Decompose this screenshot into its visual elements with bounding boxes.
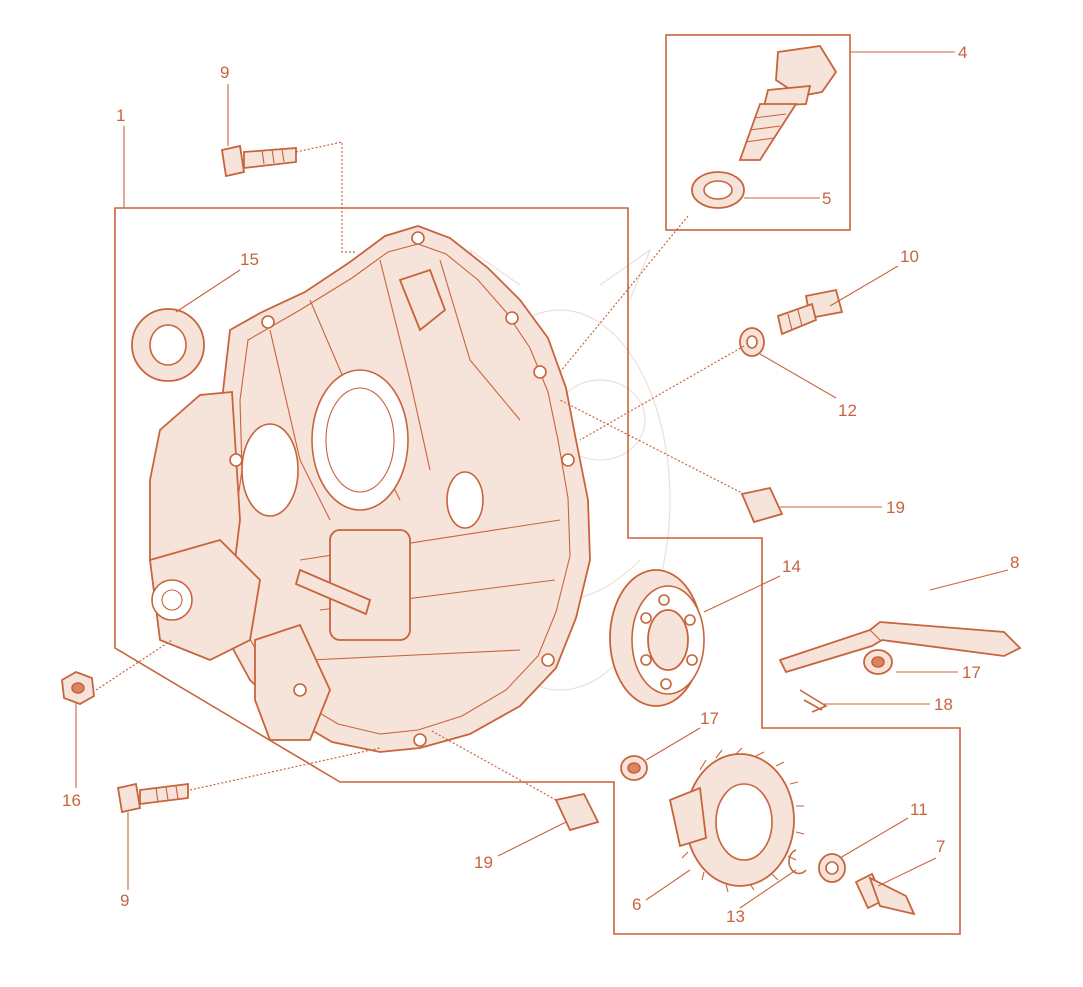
nut-17-lower xyxy=(620,755,648,781)
washer-12 xyxy=(739,327,765,357)
shaft-7 xyxy=(854,872,916,916)
callout-9-bottom: 9 xyxy=(120,891,129,910)
oil-filler-plug-4 xyxy=(738,45,838,161)
governor-gear-6 xyxy=(668,747,805,893)
clip-18 xyxy=(799,689,828,713)
nut-16 xyxy=(61,671,95,705)
bearing-14 xyxy=(609,569,705,707)
bolt-9-bottom xyxy=(116,782,189,814)
callout-17-lower: 17 xyxy=(700,709,719,728)
callout-14: 14 xyxy=(782,557,801,576)
callout-10: 10 xyxy=(900,247,919,266)
nut-17-right xyxy=(863,649,893,675)
circlip-13 xyxy=(788,849,807,875)
callout-6: 6 xyxy=(632,895,641,914)
callout-13: 13 xyxy=(726,907,745,926)
bolt-10 xyxy=(776,288,844,336)
dowel-pin-19-lower xyxy=(554,792,600,832)
assembly-4-frame xyxy=(665,34,851,231)
crankcase-cover xyxy=(149,225,591,753)
callout-16: 16 xyxy=(62,791,81,810)
callout-11: 11 xyxy=(910,800,928,819)
oil-seal-15 xyxy=(131,308,205,382)
callout-8: 8 xyxy=(1010,553,1019,572)
dowel-pin-19-upper xyxy=(740,486,784,524)
washer-5 xyxy=(691,171,745,209)
callout-18: 18 xyxy=(934,695,953,714)
callout-1: 1 xyxy=(116,106,125,125)
callout-12: 12 xyxy=(838,401,857,420)
assembly-1-frame xyxy=(114,207,961,935)
leader-lines xyxy=(75,51,1009,909)
callout-9-top: 9 xyxy=(220,63,229,82)
callout-labels: 1 4 5 6 7 8 9 9 10 11 12 13 14 15 16 17 … xyxy=(62,43,1019,926)
washer-11 xyxy=(818,853,846,883)
governor-rod-8 xyxy=(778,621,1022,674)
callout-5: 5 xyxy=(822,189,831,208)
callout-7: 7 xyxy=(936,837,945,856)
callout-19-lower: 19 xyxy=(474,853,493,872)
assembly-lines xyxy=(95,141,745,801)
callout-19-upper: 19 xyxy=(886,498,905,517)
callout-17-right: 17 xyxy=(962,663,981,682)
bolt-9-top xyxy=(220,144,297,178)
callout-4: 4 xyxy=(958,43,967,62)
callout-15: 15 xyxy=(240,250,259,269)
